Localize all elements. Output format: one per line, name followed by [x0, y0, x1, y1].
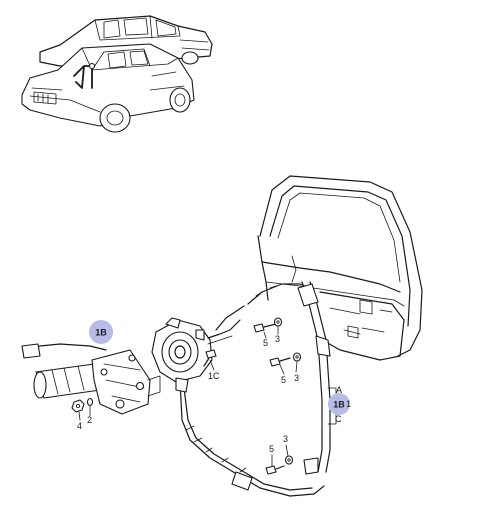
- callout-1b-motor-label: 1B: [95, 328, 107, 338]
- front-hatchback-illustration: [21, 43, 195, 133]
- callout-1b-motor-circle: [89, 320, 113, 344]
- callout-1b-regulator-label: 1B: [333, 400, 345, 410]
- label-nut: 4: [77, 421, 82, 431]
- label-lower-bolt: 5: [269, 444, 274, 454]
- label-small-washer: 2: [87, 415, 92, 425]
- bolt-lower: [265, 465, 285, 475]
- label-mid-washer: 3: [294, 373, 299, 383]
- washer-lower: [284, 455, 294, 465]
- bolt-motor-1c: [203, 349, 217, 367]
- window-regulator: [179, 281, 331, 497]
- callout-1b-motor: 1B: [89, 320, 113, 344]
- rear-sedan-illustration: [39, 15, 213, 67]
- window-motor-assembly: [21, 343, 161, 415]
- label-regulator-1: 1: [346, 399, 351, 409]
- nut-small: [71, 399, 85, 413]
- label-regulator-c: C: [335, 414, 342, 424]
- part-labels: 5 3 5 3 5 3 4 2 1C A 1 C: [77, 334, 351, 454]
- cable-drum-housing: [151, 317, 241, 393]
- label-motor-bolt-1c: 1C: [208, 371, 220, 381]
- label-regulator-a: A: [336, 385, 342, 395]
- label-lower-washer: 3: [283, 434, 288, 444]
- washer-small: [86, 397, 94, 407]
- callout-1b-regulator: 1B: [328, 393, 350, 415]
- door-frame: [257, 175, 423, 361]
- label-upper-bolt: 5: [263, 338, 268, 348]
- bolt-mid: [269, 357, 291, 367]
- bolt-upper: [253, 323, 277, 333]
- washer-mid: [292, 352, 302, 362]
- callout-1b-regulator-circle: [328, 393, 350, 415]
- label-mid-bolt: 5: [281, 375, 286, 385]
- label-upper-washer: 3: [275, 334, 280, 344]
- washer-upper: [273, 317, 283, 327]
